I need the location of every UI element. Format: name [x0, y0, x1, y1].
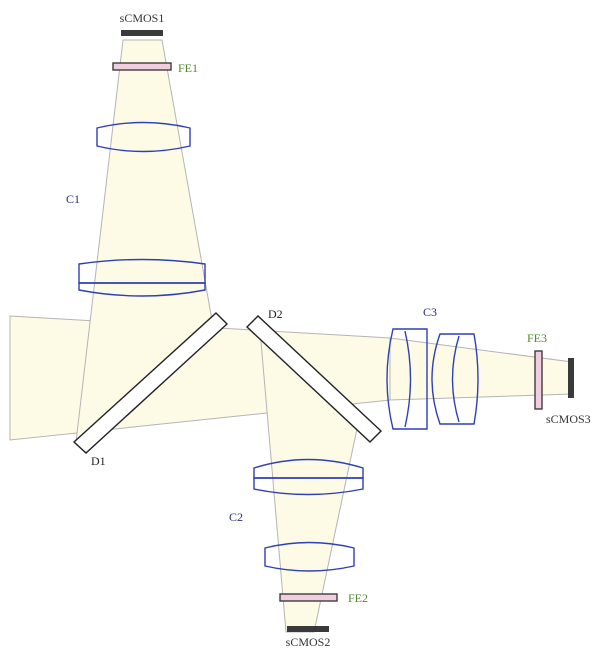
dichroic-2-label: D2: [268, 307, 283, 321]
lens-2-element-a: [253, 458, 364, 479]
lens-1-label: C1: [66, 192, 80, 206]
sensor-2-label: sCMOS2: [286, 635, 331, 649]
lens-1-element-a: [96, 121, 191, 153]
beam-path-3: [389, 337, 573, 401]
sensor-2: [287, 626, 329, 632]
filter-3-label: FE3: [527, 331, 547, 345]
filter-1: [112, 62, 172, 71]
lens-2-element-c: [264, 541, 355, 572]
lens-group-2: [253, 458, 364, 572]
lens-3-element-a-inner: [404, 330, 412, 428]
lens-group-1: [78, 121, 206, 297]
filter-2-label: FE2: [348, 591, 368, 605]
lens-1-element-c: [78, 282, 206, 297]
dichroic-1-label: D1: [91, 454, 106, 468]
lens-3-element-a: [386, 328, 428, 430]
filter-3: [534, 350, 543, 410]
sensor-3: [568, 358, 574, 398]
sensor-1-label: sCMOS1: [120, 11, 165, 25]
lens-3-label: C3: [423, 305, 437, 319]
dichroic-2-plate: [245, 315, 383, 443]
lens-2-element-b: [253, 477, 364, 496]
filter-1-label: FE1: [178, 61, 198, 75]
sensor-1: [121, 30, 163, 36]
lens-2-label: C2: [229, 510, 243, 524]
lens-1-element-b: [78, 258, 206, 284]
lens-3-element-b: [431, 333, 479, 425]
sensor-3-label: sCMOS3: [546, 412, 591, 426]
dichroic-1: [72, 312, 229, 454]
dichroic-1-plate: [72, 312, 229, 454]
lens-group-3: [386, 328, 479, 430]
filter-2: [279, 593, 338, 602]
lens-3-element-b-inner: [451, 335, 460, 423]
dichroic-2: [245, 315, 383, 443]
